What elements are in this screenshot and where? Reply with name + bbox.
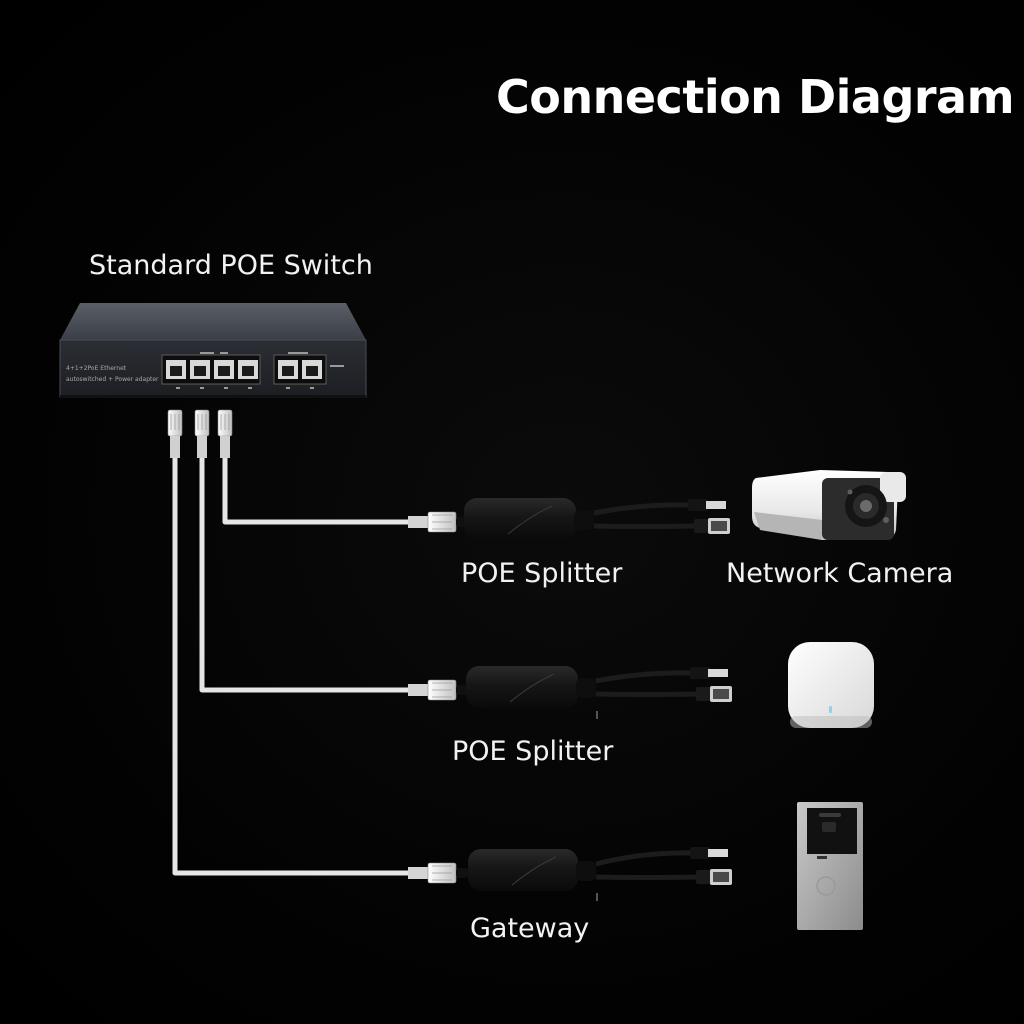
door-intercom-icon bbox=[797, 802, 863, 930]
switch-label: Standard POE Switch bbox=[89, 250, 373, 281]
rj45-connector-icon bbox=[408, 862, 457, 884]
splitter-1-assembly bbox=[408, 498, 730, 540]
page-title: Connection Diagram bbox=[496, 70, 1015, 124]
wireless-access-point-icon bbox=[788, 642, 874, 728]
rj45-connector-icon bbox=[167, 409, 183, 458]
poe-switch-icon bbox=[59, 303, 367, 398]
splitter-2-assembly bbox=[408, 666, 732, 719]
bullet-camera-icon bbox=[752, 470, 906, 540]
switch-rj45-connectors bbox=[167, 409, 233, 458]
rj45-connector-icon bbox=[194, 409, 210, 458]
switch-panel-text-1: 4+1+2PoE Ethernet bbox=[66, 365, 127, 372]
cable-to-gateway bbox=[172, 458, 410, 876]
splitter-icon bbox=[456, 498, 730, 540]
switch-panel-text-2: autoswitched + Power adapter bbox=[66, 376, 159, 383]
ethernet-cables bbox=[172, 458, 410, 876]
gateway-assembly bbox=[408, 847, 732, 901]
cable-to-splitter-1 bbox=[222, 458, 410, 525]
splitter-1-label: POE Splitter bbox=[461, 558, 623, 589]
rj45-connector-icon bbox=[217, 409, 233, 458]
network-camera-label: Network Camera bbox=[726, 558, 954, 589]
rj45-connector-icon bbox=[408, 679, 457, 701]
cable-to-splitter-2 bbox=[199, 458, 410, 693]
splitter-icon bbox=[456, 666, 732, 719]
splitter-icon bbox=[456, 847, 732, 901]
rj45-connector-icon bbox=[408, 511, 457, 533]
splitter-2-label: POE Splitter bbox=[452, 736, 614, 767]
gateway-label: Gateway bbox=[470, 913, 590, 944]
